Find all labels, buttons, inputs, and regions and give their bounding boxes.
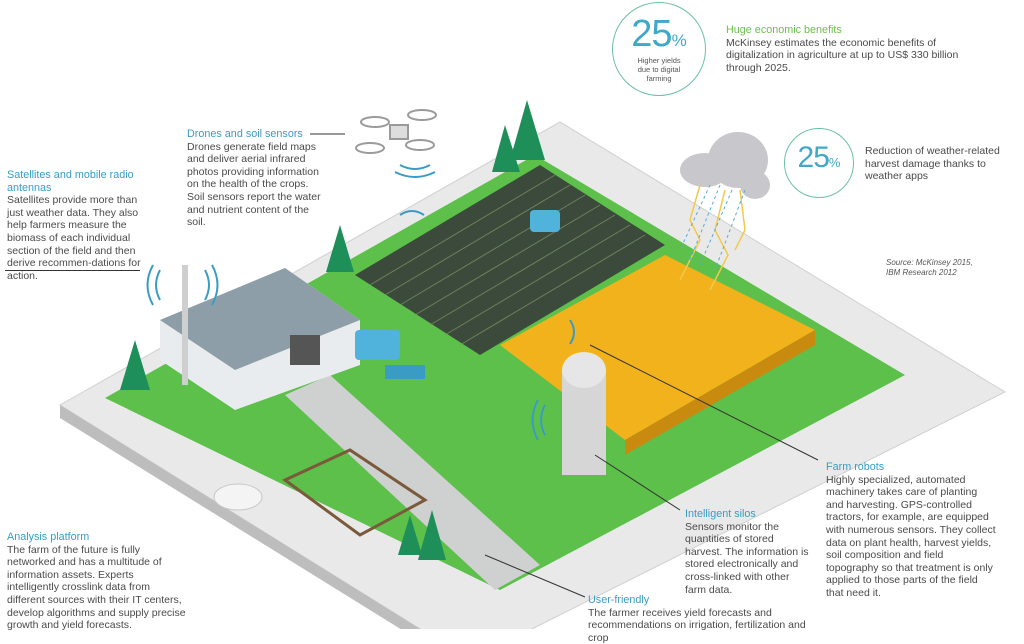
home-button [213, 483, 263, 511]
tractor [530, 210, 560, 232]
callout-drones: Drones and soil sensors Drones generate … [187, 128, 327, 229]
sheep-pen [282, 448, 428, 537]
antenna-tower [182, 265, 188, 385]
economic-title: Huge economic benefits [726, 24, 842, 36]
economic-benefits-block: Huge economic benefits McKinsey estimate… [726, 24, 996, 74]
drone [355, 109, 437, 154]
leader-lines [310, 133, 819, 598]
callout-title: Drones and soil sensors [187, 128, 303, 140]
callout-title: Satellites and mobile radio antennas [7, 169, 134, 194]
callout-body: Satellites provide more than just weathe… [7, 194, 141, 282]
tablet-edge [60, 405, 421, 629]
callout-body: Highly specialized, automated machinery … [826, 473, 996, 599]
stat-unit: % [671, 31, 687, 50]
callout-body: Sensors monitor the quantities of stored… [685, 520, 809, 596]
callout-title: Farm robots [826, 461, 885, 473]
source-note: Source: McKinsey 2015, IBM Research 2012 [886, 258, 973, 278]
trees [120, 100, 545, 560]
signal-waves [146, 164, 575, 441]
stat-weather-damage: 25% [784, 128, 854, 198]
callout-user-friendly: User-friendly The farmer receives yield … [588, 594, 828, 644]
callout-body: Drones generate field maps and deliver a… [187, 140, 321, 229]
source-line: IBM Research 2012 [886, 268, 957, 277]
stat-caption: Higher yields due to digital farming [637, 56, 681, 83]
smart-farm-illustration [59, 100, 1007, 629]
road [285, 375, 540, 590]
callout-analysis: Analysis platform The farm of the future… [7, 531, 187, 632]
stat-caption: Reduction of weather-related harvest dam… [865, 145, 1000, 183]
economic-body: McKinsey estimates the economic benefits… [726, 36, 959, 74]
screen-grass [105, 155, 905, 590]
satellites-divider [5, 270, 140, 271]
source-line: Source: McKinsey 2015, [886, 258, 973, 267]
callout-farm-robots: Farm robots Highly specialized, automate… [826, 461, 996, 600]
callout-body: The farm of the future is fully networke… [7, 543, 186, 632]
callout-title: Intelligent silos [685, 508, 756, 520]
stat-value: 25 [797, 141, 830, 174]
callout-title: User-friendly [588, 594, 650, 606]
rain [679, 184, 746, 271]
weather-caption-block: Reduction of weather-related harvest dam… [865, 145, 1005, 183]
callout-body: The farmer receives yield forecasts and … [588, 606, 806, 644]
stat-unit: % [828, 155, 841, 170]
callout-title: Analysis platform [7, 531, 90, 543]
stat-value: 25 [631, 13, 672, 55]
callout-satellites: Satellites and mobile radio antennas Sat… [7, 169, 152, 282]
callout-silos: Intelligent silos Sensors monitor the qu… [685, 508, 810, 596]
stat-higher-yields: 25% Higher yields due to digital farming [612, 2, 706, 96]
clouds [680, 132, 770, 199]
harvester [355, 330, 400, 360]
